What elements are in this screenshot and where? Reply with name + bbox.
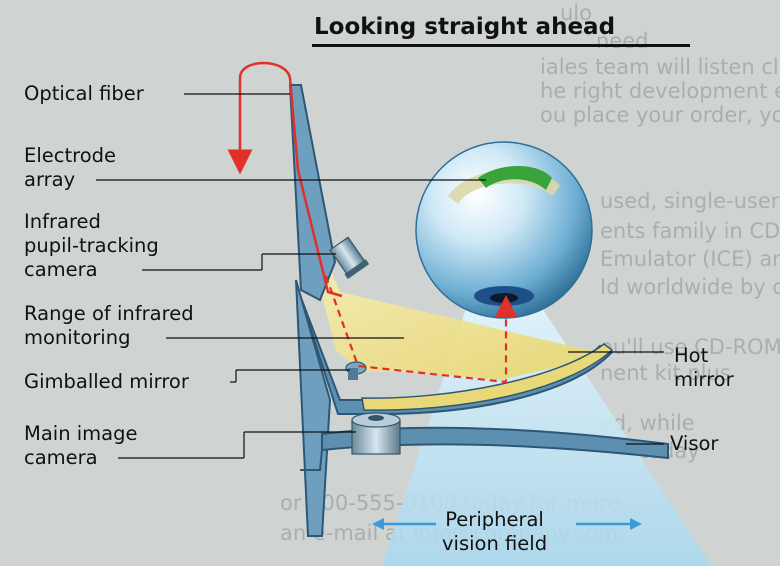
svg-text:ulo: ulo xyxy=(560,1,592,25)
label-pupil-camera: Infrared pupil-tracking camera xyxy=(24,210,159,281)
svg-text:ou'll use CD-ROM to: ou'll use CD-ROM to xyxy=(600,335,780,359)
svg-text:Id worldwide by our experts: Id worldwide by our experts xyxy=(600,275,780,299)
svg-text:Emulator (ICE) and Debugger: Emulator (ICE) and Debugger xyxy=(600,247,780,271)
title-underline xyxy=(312,44,690,47)
optical-fiber xyxy=(238,61,343,298)
diagram-title: Looking straight ahead xyxy=(314,14,616,40)
svg-text:he right development environme: he right development environment xyxy=(540,79,780,103)
label-peripheral: Peripheral vision field xyxy=(442,508,548,555)
main-image-camera xyxy=(351,412,401,455)
pupil-tracking-camera xyxy=(329,236,370,279)
label-electrode-array: Electrode array xyxy=(24,144,116,191)
label-gimballed-mirror: Gimballed mirror xyxy=(24,370,189,393)
gimballed-mirror xyxy=(345,361,367,380)
label-main-camera: Main image camera xyxy=(24,422,138,469)
label-hot-mirror: Hot mirror xyxy=(674,344,734,391)
electrode-array-patch xyxy=(478,166,552,190)
svg-text:used, single-user development: used, single-user development xyxy=(600,189,780,213)
label-optical-fiber: Optical fiber xyxy=(24,82,144,105)
svg-text:need: need xyxy=(596,29,648,53)
infrared-range-region xyxy=(322,268,596,380)
svg-text:iales team will listen closely: iales team will listen closely xyxy=(540,55,780,79)
leader-lines xyxy=(96,93,664,459)
peripheral-arrows xyxy=(372,518,642,530)
svg-text:ou place your order, you'll re: ou place your order, you'll receive xyxy=(540,103,780,127)
hot-mirror-plate xyxy=(361,343,614,411)
svg-text:nent kit plus: nent kit plus xyxy=(600,361,731,385)
label-visor: Visor xyxy=(670,432,719,455)
headset-frame xyxy=(288,84,669,537)
label-range-infrared: Range of infrared monitoring xyxy=(24,302,194,349)
infrared-light-path xyxy=(324,275,508,384)
eyeball xyxy=(415,141,593,319)
svg-text:ents family in CD-ROM. Our: ents family in CD-ROM. Our xyxy=(600,219,780,243)
visor-plate xyxy=(321,426,669,460)
